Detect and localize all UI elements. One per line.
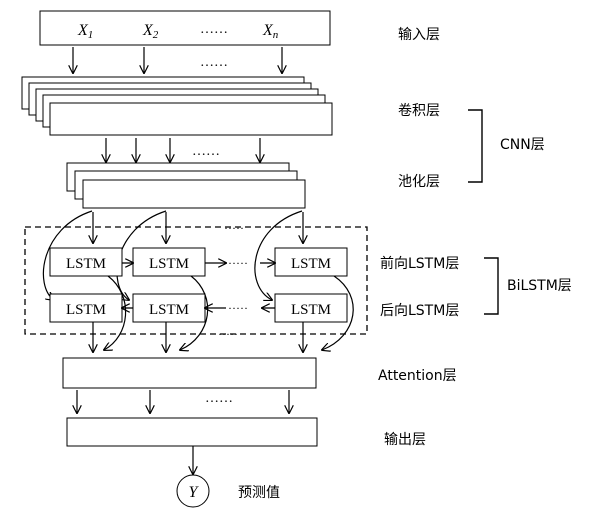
- label-backward-lstm: 后向LSTM层: [380, 303, 459, 319]
- bilstm-boundary: [24, 226, 368, 335]
- forward-lstm-row: LSTM LSTM LSTM: [49, 247, 348, 277]
- backward-to-attention-arrows: [93, 322, 303, 352]
- lstm-forward-1-label: LSTM: [66, 256, 106, 272]
- lstm-forward-2-label: LSTM: [149, 256, 189, 272]
- backward-dots: ·····: [228, 301, 248, 315]
- label-prediction: 预测值: [238, 485, 280, 501]
- label-output-layer: 输出层: [384, 432, 426, 448]
- arrows-dots-bottom: ·····: [218, 327, 238, 341]
- output-box: [66, 417, 318, 447]
- arrows-dots-top: ·····: [224, 221, 244, 235]
- arrows-ellipsis-2: ……: [192, 144, 220, 159]
- attention-box: [62, 357, 317, 389]
- input-x1: X1: [77, 22, 93, 41]
- lstm-backward-2-label: LSTM: [149, 302, 189, 318]
- label-forward-lstm: 前向LSTM层: [380, 255, 459, 272]
- cnn-bracket: [468, 109, 483, 183]
- input-to-conv-arrows: [73, 47, 282, 73]
- lstm-forward-n: [274, 247, 348, 277]
- label-pool-layer: 池化层: [398, 174, 440, 190]
- forward-to-attention-curves: [104, 275, 354, 350]
- input-xn: Xn: [262, 22, 279, 41]
- label-input-layer: 输入层: [398, 27, 440, 43]
- prediction-node: [176, 474, 210, 508]
- input-ellipsis: ……: [200, 22, 228, 37]
- arrows-ellipsis-1: ……: [200, 55, 228, 70]
- pool-to-lstm-arrows: [93, 212, 303, 243]
- lstm-forward-n-label: LSTM: [291, 256, 331, 272]
- backward-lstm-row: LSTM LSTM LSTM: [49, 293, 348, 323]
- arrows-ellipsis-3: ……: [205, 391, 233, 406]
- label-attention-layer: Attention层: [378, 368, 457, 384]
- label-conv-layer: 卷积层: [398, 103, 440, 119]
- pool-stack: [66, 162, 306, 209]
- label-cnn-layer: CNN层: [500, 137, 545, 153]
- lstm-backward-n: [274, 293, 348, 323]
- lstm-backward-n-label: LSTM: [291, 302, 331, 318]
- lstm-forward-1: [49, 247, 123, 277]
- input-x2: X2: [142, 22, 159, 41]
- forward-dots: ·····: [228, 256, 248, 270]
- conv-stack: [21, 76, 333, 136]
- attention-to-output-arrows: [77, 390, 289, 413]
- lstm-backward-1-label: LSTM: [66, 302, 106, 318]
- bilstm-bracket: [484, 257, 499, 315]
- conv-to-pool-arrows: [106, 138, 260, 162]
- prediction-symbol: Y: [189, 484, 200, 501]
- label-bilstm-layer: BiLSTM层: [507, 278, 572, 294]
- input-box: [39, 10, 331, 46]
